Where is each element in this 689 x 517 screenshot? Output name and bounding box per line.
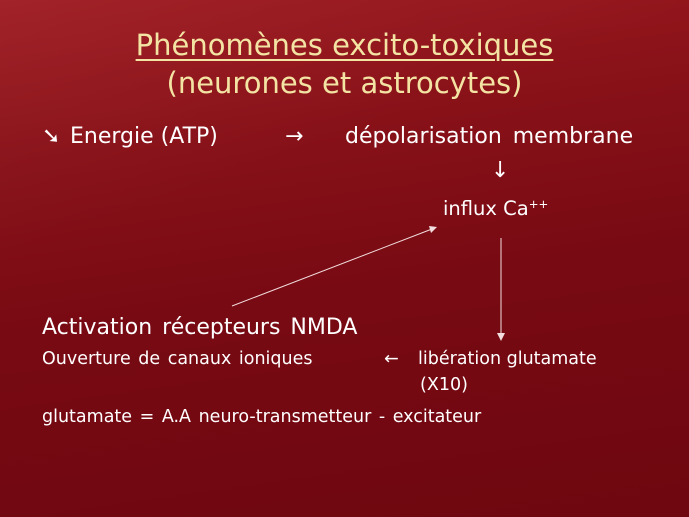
x10-text: (X10) <box>420 375 468 395</box>
nmda-to-influx-arrow <box>231 226 437 307</box>
slide-subtitle: (neurones et astrocytes) <box>166 66 523 100</box>
energie-atp-text: Energie (ATP) <box>70 124 218 149</box>
influx-ca-text: influx Ca++ <box>443 196 549 220</box>
ouverture-canaux-text: Ouverture de canaux ioniques <box>42 349 313 369</box>
glutamate-definition-text: glutamate = A.A neuro-transmetteur - exc… <box>42 407 482 427</box>
right-arrow-icon: → <box>285 124 304 149</box>
left-arrow-icon: ← <box>384 349 399 369</box>
activation-nmda-text: Activation récepteurs NMDA <box>42 315 358 340</box>
liberation-glutamate-text: libération glutamate <box>418 349 597 369</box>
down-arrow-icon: ↓ <box>491 158 510 183</box>
depolarisation-text: dépolarisation membrane <box>345 124 634 149</box>
slide-title: Phénomènes excito-toxiques <box>135 28 554 62</box>
influx-to-liberation-arrow <box>497 238 505 341</box>
bullet-down-right-icon: ➘ <box>42 124 61 149</box>
